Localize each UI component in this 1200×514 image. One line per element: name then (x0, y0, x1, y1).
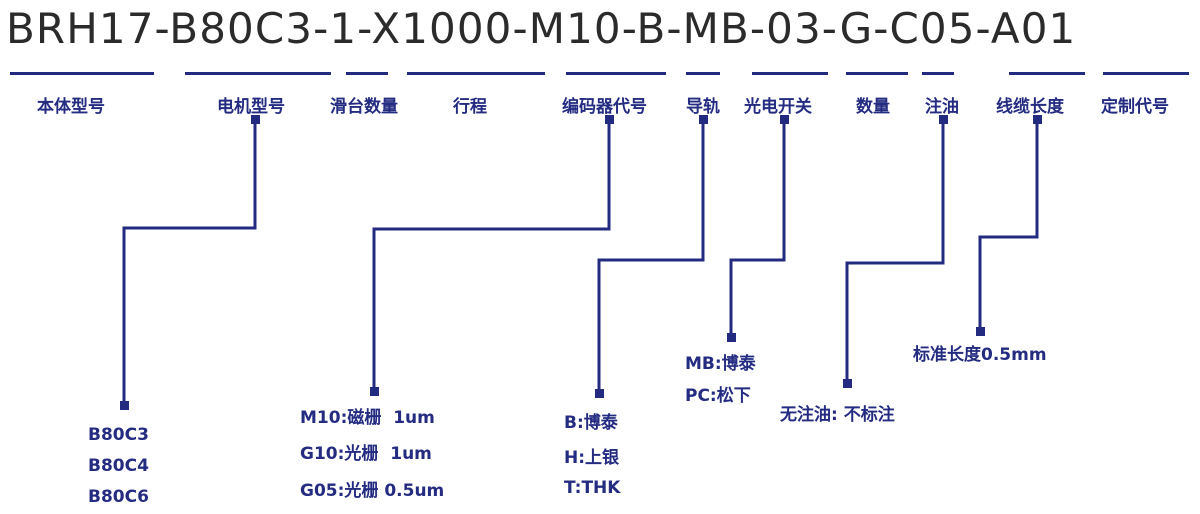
photo-switch-option-1: MB:博泰 (685, 354, 756, 374)
guide-rail-option-1: B:博泰 (564, 413, 618, 433)
underline-slide-count (346, 72, 388, 75)
label-stroke: 行程 (453, 97, 487, 117)
underline-cable-length (1009, 72, 1085, 75)
connector-photo-switch-top-node (780, 115, 789, 124)
connector-guide-rail-top-node (699, 115, 708, 124)
label-guide-rail: 导轨 (686, 97, 720, 117)
connector-guide-rail (597, 120, 705, 393)
connector-encoder-code (372, 120, 611, 391)
motor-option-3: B80C6 (88, 487, 149, 507)
underline-oiling (922, 72, 954, 75)
label-custom-code: 定制代号 (1101, 97, 1169, 117)
label-oiling: 注油 (925, 97, 959, 117)
connector-motor-model (122, 120, 257, 405)
connector-cable-length-end-node (976, 327, 985, 336)
connector-motor-model-end-node (120, 401, 129, 410)
model-code: BRH17-B80C3-1-X1000-M10-B-MB-03-G-C05-A0… (6, 4, 1077, 53)
encoder-option-3: G05:光栅 0.5um (300, 481, 445, 501)
underline-quantity (846, 72, 908, 75)
cable-length-option-1: 标准长度0.5mm (913, 345, 1047, 365)
underline-custom-code (1103, 72, 1189, 75)
encoder-option-2: G10:光栅 1um (300, 444, 432, 464)
underline-photo-switch (752, 72, 828, 75)
guide-rail-option-3: T:THK (564, 478, 621, 498)
underline-body-model (10, 72, 154, 75)
connector-motor-model-top-node (251, 115, 260, 124)
label-photo-switch: 光电开关 (744, 97, 812, 117)
underline-stroke (407, 72, 545, 75)
underline-motor-model (185, 72, 331, 75)
underline-encoder-code (566, 72, 666, 75)
connector-photo-switch-end-node (727, 333, 736, 342)
connector-guide-rail-end-node (595, 389, 604, 398)
label-motor-model: 电机型号 (217, 97, 285, 117)
motor-option-2: B80C4 (88, 456, 149, 476)
guide-rail-option-2: H:上银 (564, 448, 620, 468)
connector-photo-switch (729, 120, 786, 337)
connector-oiling-top-node (939, 115, 948, 124)
photo-switch-option-2: PC:松下 (685, 386, 751, 406)
connector-encoder-code-top-node (605, 115, 614, 124)
label-quantity: 数量 (856, 97, 890, 117)
connector-encoder-code-end-node (370, 387, 379, 396)
label-body-model: 本体型号 (37, 97, 105, 117)
connector-cable-length-top-node (1033, 115, 1042, 124)
connector-oiling-end-node (843, 379, 852, 388)
connector-oiling (845, 120, 945, 383)
connector-cable-length (978, 120, 1039, 331)
underline-guide-rail (686, 72, 720, 75)
label-slide-count: 滑台数量 (330, 97, 398, 117)
label-encoder-code: 编码器代号 (562, 97, 647, 117)
motor-option-1: B80C3 (88, 425, 149, 445)
oiling-option-1: 无注油: 不标注 (780, 405, 895, 425)
encoder-option-1: M10:磁栅 1um (300, 408, 435, 428)
label-cable-length: 线缆长度 (996, 97, 1064, 117)
